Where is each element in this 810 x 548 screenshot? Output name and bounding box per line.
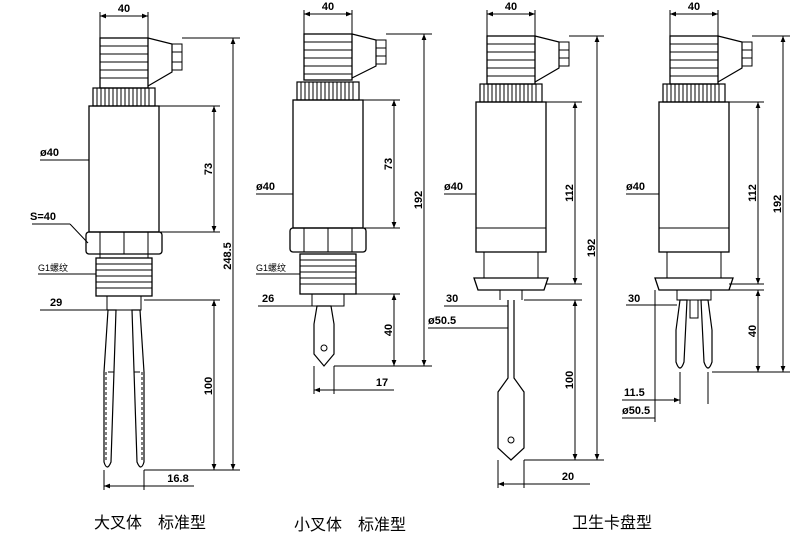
d1-overall-length-label: 248.5 bbox=[222, 242, 234, 270]
d1-fork-width-label: 16.8 bbox=[167, 473, 188, 485]
drawing-small-fork bbox=[256, 10, 432, 394]
d3-probe-width-label: 20 bbox=[562, 471, 574, 483]
d4-fork-length-label: 40 bbox=[747, 325, 759, 337]
d3-neck-label: 30 bbox=[446, 293, 458, 305]
d1-body-length-label: 73 bbox=[203, 163, 215, 175]
d4-diameter-label: ø40 bbox=[626, 181, 645, 193]
d2-body-length-label: 73 bbox=[383, 158, 395, 170]
caption-small-fork: 小叉体 标准型 bbox=[294, 515, 406, 534]
d3-top-width-label: 40 bbox=[505, 1, 517, 13]
d1-hex-label: S=40 bbox=[30, 211, 56, 223]
d3-diameter-label: ø40 bbox=[444, 181, 463, 193]
caption-large-fork: 大叉体 标准型 bbox=[94, 513, 206, 532]
drawing-sanitary-long bbox=[428, 10, 604, 488]
d2-diameter-label: ø40 bbox=[256, 181, 275, 193]
d3-overall-length-label: 192 bbox=[586, 239, 598, 257]
d4-overall-length-label: 192 bbox=[772, 195, 784, 213]
drawing-large-fork bbox=[32, 12, 240, 490]
d2-top-width-label: 40 bbox=[322, 1, 334, 13]
d3-body-length-label: 112 bbox=[564, 184, 576, 202]
d1-top-width-label: 40 bbox=[118, 3, 130, 15]
d3-clamp-diameter-label: ø50.5 bbox=[428, 315, 456, 327]
d4-neck-label: 30 bbox=[628, 293, 640, 305]
d1-fork-length-label: 100 bbox=[203, 377, 215, 395]
d2-fork-width-label: 17 bbox=[376, 377, 388, 389]
d1-diameter-label: ø40 bbox=[40, 147, 59, 159]
caption-sanitary: 卫生卡盘型 bbox=[572, 513, 652, 532]
drawing-sanitary-short bbox=[622, 10, 790, 422]
d1-thread-label: G1螺纹 bbox=[38, 262, 68, 273]
d4-fork-gap-label: 11.5 bbox=[624, 387, 645, 399]
d3-probe-length-label: 100 bbox=[564, 371, 576, 389]
d2-thread-label: G1螺纹 bbox=[256, 262, 286, 273]
d4-clamp-diameter-label: ø50.5 bbox=[622, 405, 650, 417]
d2-fork-length-label: 40 bbox=[383, 324, 395, 336]
d4-top-width-label: 40 bbox=[688, 1, 700, 13]
d4-body-length-label: 112 bbox=[747, 184, 759, 202]
d2-overall-length-label: 192 bbox=[413, 191, 425, 209]
d2-neck-label: 26 bbox=[262, 293, 274, 305]
d1-neck-label: 29 bbox=[50, 297, 62, 309]
